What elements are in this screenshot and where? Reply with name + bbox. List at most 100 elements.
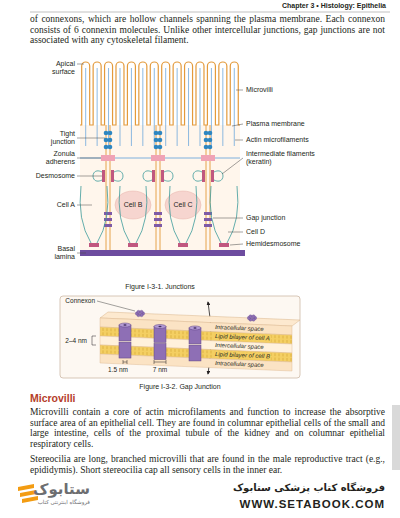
desmosome-plaque (102, 170, 105, 182)
lipid-tail (103, 332, 104, 335)
leader-line (77, 176, 102, 177)
lipid-tail (179, 331, 180, 334)
lipid-tail (115, 347, 116, 350)
connexon (154, 344, 166, 360)
leader-line (232, 124, 243, 126)
lipid-tail (151, 348, 152, 351)
microvilli (80, 62, 240, 125)
lipid-tail (143, 348, 144, 351)
lipid-tail (143, 352, 144, 355)
dimension-bracket (92, 336, 96, 345)
lipid-tail (183, 354, 184, 357)
tight-junction (208, 131, 213, 136)
leader-line (230, 244, 243, 245)
lipid-tail (275, 339, 276, 342)
connexon (189, 345, 201, 361)
figure-caption: Figure I-3-2. Gap Junction (139, 383, 220, 391)
lipid-tail (207, 337, 208, 340)
tight-junction (204, 145, 209, 150)
lipid-tail (183, 349, 184, 352)
lipid-tail (147, 348, 148, 351)
lipid-tail (139, 348, 140, 351)
page-tab (392, 405, 400, 470)
intermediate-filament (227, 186, 238, 243)
lipid-tail (291, 336, 292, 339)
lipid-tail (275, 353, 276, 356)
lipid-tail (143, 330, 144, 333)
actin-core (85, 68, 86, 146)
actin-core (188, 68, 189, 146)
intermediate-filament (80, 186, 91, 243)
structure-label: Microvilli (246, 86, 376, 94)
tight-junction (104, 145, 109, 150)
lipid-tail (211, 337, 212, 340)
tight-junction (108, 138, 113, 143)
lipid-tail (183, 331, 184, 334)
lipid-tail (291, 358, 292, 361)
body-paragraph: Microvilli contain a core of actin micro… (30, 407, 385, 449)
connexon (189, 328, 201, 344)
desmosome-plaque (152, 170, 155, 182)
zonula-adherens (201, 155, 215, 161)
lipid-tail (287, 358, 288, 361)
lipid-tail (115, 333, 116, 336)
tight-junction (108, 145, 113, 150)
tight-junction (204, 138, 209, 143)
leader-line (77, 205, 92, 206)
header-rule (30, 12, 390, 13)
body-paragraph: Stereocilia are long, branched microvill… (30, 454, 385, 475)
structure-label: Desmosome (15, 172, 75, 180)
tight-junction (158, 145, 163, 150)
running-header: Chapter 3 • Histology: Epithelia (282, 2, 386, 10)
hemidesmosome (178, 243, 188, 247)
lipid-tail (107, 346, 108, 349)
lipid-tail (203, 332, 204, 335)
lipid-tail (139, 330, 140, 333)
lipid-tail (171, 335, 172, 338)
tight-junction (158, 138, 163, 143)
zonula-adherens (151, 155, 165, 161)
actin-core (131, 68, 132, 146)
lipid-tail (279, 340, 280, 343)
lipid-tail (167, 353, 168, 356)
cell-label: Cell D (246, 228, 376, 236)
leader-line (97, 301, 135, 311)
body-paragraph: of connexons, which are hollow channels … (30, 14, 385, 46)
layer-label: Lipid bilayer of cell B (214, 351, 271, 360)
gap-junction (154, 224, 162, 227)
lipid-tail (167, 331, 168, 334)
lipid-tail (287, 354, 288, 357)
lipid-tail (283, 336, 284, 339)
watermark-url: WWW.SETABOOK.COM (240, 497, 385, 511)
watermark-logo-subtext: فروشگاه اینترنتی کتاب (38, 499, 90, 506)
cell-label: Cell A (35, 201, 75, 209)
layer-label: Intercellular space (214, 342, 265, 351)
structure-label: Tight junction (37, 130, 75, 146)
connexon (154, 327, 166, 343)
lipid-tail (147, 334, 148, 337)
dimension-label: 7 nm (153, 366, 167, 373)
lipid-tail (167, 349, 168, 352)
actin-core (199, 68, 200, 146)
layer-label: Intracellular space (214, 324, 265, 333)
lipid-tail (287, 336, 288, 339)
desmosome-plaque (202, 170, 205, 182)
actin-core (119, 68, 120, 146)
tight-junction (108, 131, 113, 136)
structure-label: Intermediate filaments (keratin) (246, 150, 336, 166)
connexon-top (189, 326, 201, 330)
plasma-membrane (206, 125, 207, 250)
figure-frame (60, 296, 300, 378)
lipid-tail (175, 349, 176, 352)
lipid-tail (107, 328, 108, 331)
lipid-tail (187, 332, 188, 335)
connexon (119, 325, 131, 341)
lipid-tail (151, 352, 152, 355)
lipid-tail (207, 355, 208, 358)
connexon-pore (123, 324, 126, 325)
layer-label: Lipid bilayer of cell A (214, 333, 271, 342)
intermediate-filament (164, 171, 173, 181)
plasma-membrane (160, 125, 161, 250)
tight-junction (204, 131, 209, 136)
